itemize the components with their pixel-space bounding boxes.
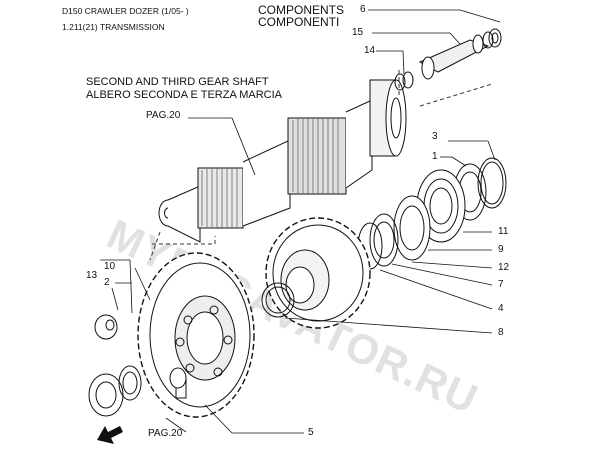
callout-2: 2 (104, 277, 110, 288)
callout-12: 12 (498, 262, 510, 273)
callout-6: 6 (360, 4, 366, 15)
callout-10: 10 (104, 261, 116, 272)
callout-13: 13 (86, 270, 98, 281)
header-components-en: COMPONENTS (258, 3, 345, 17)
bearing-bottom-left (88, 365, 142, 417)
callout-1: 1 (432, 151, 438, 162)
shaft (158, 79, 407, 243)
bearing-right (357, 157, 507, 270)
callout-4: 4 (498, 303, 504, 314)
small-shaft-15 (418, 28, 502, 80)
callout-14: 14 (364, 45, 376, 56)
callout-7: 7 (498, 279, 504, 290)
diagram-title-it: ALBERO SECONDA E TERZA MARCIA (86, 89, 283, 101)
header-section: 1.211(21) TRANSMISSION (62, 22, 165, 32)
gear-middle (261, 217, 371, 329)
header-model: D150 CRAWLER DOZER (1/05- ) (62, 6, 189, 16)
page-reference-top[interactable]: PAG.20 (146, 110, 181, 121)
gear-left (137, 252, 255, 418)
page-reference-bottom[interactable]: PAG.20 (148, 428, 183, 439)
callout-8: 8 (498, 327, 504, 338)
diagram-title-en: SECOND AND THIRD GEAR SHAFT (86, 76, 269, 88)
callout-3: 3 (432, 131, 438, 142)
header-components-it: COMPONENTI (258, 15, 340, 29)
callout-5: 5 (308, 427, 314, 438)
callout-9: 9 (498, 244, 504, 255)
callout-15: 15 (352, 27, 364, 38)
callout-11: 11 (498, 226, 509, 237)
